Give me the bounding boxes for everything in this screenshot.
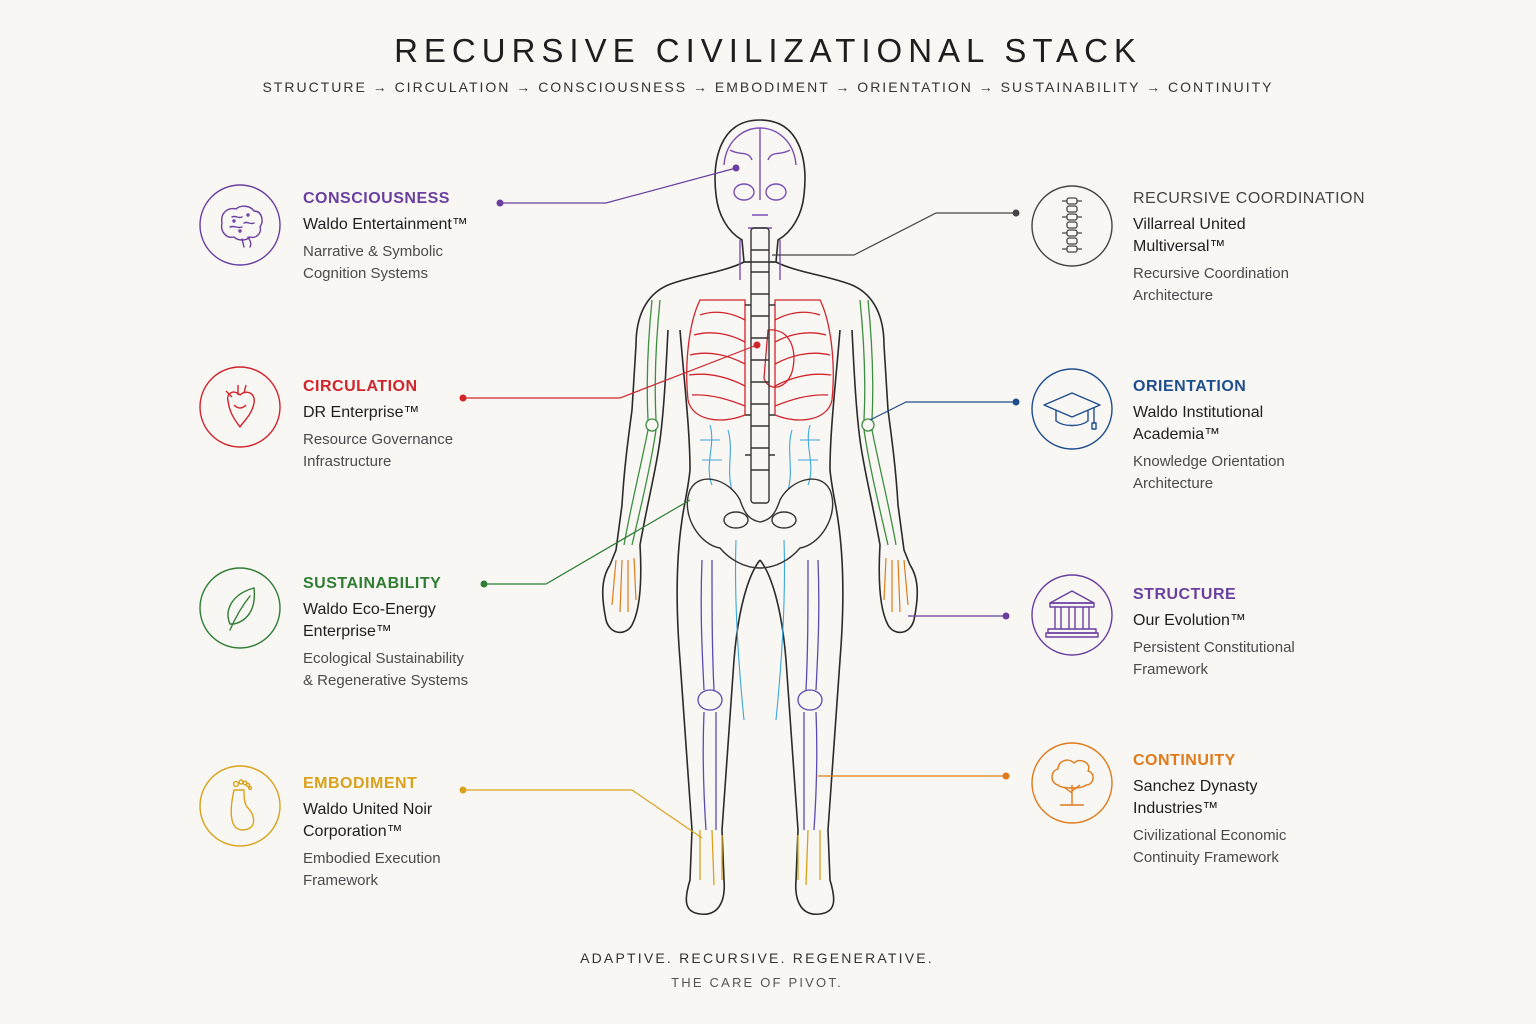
- layer-structure: STRUCTURE Our Evolution™ Persistent Cons…: [1133, 586, 1433, 680]
- page-title: RECURSIVE CIVILIZATIONAL STACK: [394, 32, 1142, 69]
- leg-bones: [697, 559, 823, 831]
- foot-icon: [199, 765, 281, 847]
- org-name: Enterprise™: [303, 623, 392, 640]
- org-name: Corporation™: [303, 823, 403, 840]
- category-label: RECURSIVE COORDINATION: [1133, 190, 1366, 207]
- ribcage-lungs: [686, 299, 834, 421]
- layer-continuity: CONTINUITY Sanchez Dynasty Industries™ C…: [1133, 752, 1433, 868]
- layer-circulation: CIRCULATION DR Enterprise™ Resource Gove…: [303, 378, 603, 472]
- description-line: Narrative & Symbolic: [303, 243, 444, 260]
- category-label: STRUCTURE: [1133, 586, 1237, 603]
- layer-consciousness: CONSCIOUSNESS Waldo Entertainment™ Narra…: [303, 190, 603, 284]
- tagline-secondary: THE CARE OF PIVOT.: [671, 975, 843, 990]
- description-line: Infrastructure: [303, 452, 392, 470]
- brain-region: [723, 127, 797, 280]
- spine: [745, 227, 775, 504]
- foot-bones: [699, 829, 821, 886]
- description-line: Continuity Framework: [1133, 848, 1279, 866]
- description-line: & Regenerative Systems: [303, 671, 469, 689]
- description-line: Architecture: [1133, 474, 1214, 492]
- description-line: Cognition Systems: [303, 264, 429, 282]
- description-line: Framework: [1133, 660, 1209, 678]
- category-label: CONTINUITY: [1133, 752, 1236, 769]
- pillars-icon: [1031, 574, 1113, 656]
- description-line: Knowledge Orientation: [1133, 453, 1285, 470]
- org-name: Waldo Entertainment™: [303, 216, 468, 233]
- brain-icon: [199, 184, 281, 266]
- abdomen-vessels: [700, 424, 820, 721]
- category-label: SUSTAINABILITY: [303, 575, 442, 592]
- stack-sequence: STRUCTURE → CIRCULATION → CONSCIOUSNESS …: [262, 79, 1274, 95]
- category-label: CONSCIOUSNESS: [303, 190, 450, 207]
- tagline: ADAPTIVE. RECURSIVE. REGENERATIVE.: [580, 950, 934, 966]
- org-name: DR Enterprise™: [303, 404, 420, 421]
- description-line: Ecological Sustainability: [303, 650, 464, 667]
- org-name: Waldo Institutional: [1133, 404, 1264, 421]
- description-line: Resource Governance: [303, 431, 454, 448]
- graduation-cap-icon: [1031, 368, 1113, 450]
- org-name: Multiversal™: [1133, 238, 1226, 255]
- heart-icon: [199, 366, 281, 448]
- layer-embodiment: EMBODIMENT Waldo United Noir Corporation…: [303, 775, 603, 891]
- category-label: EMBODIMENT: [303, 775, 418, 792]
- hand-bones: [611, 557, 909, 613]
- layer-recursive-coordination: RECURSIVE COORDINATION Villarreal United…: [1133, 190, 1393, 306]
- arm-bones: [623, 299, 897, 546]
- org-name: Our Evolution™: [1133, 612, 1246, 629]
- org-name: Villarreal United: [1133, 216, 1246, 233]
- layer-sustainability: SUSTAINABILITY Waldo Eco-Energy Enterpri…: [303, 575, 603, 691]
- org-name: Waldo United Noir: [303, 801, 433, 818]
- org-name: Sanchez Dynasty: [1133, 778, 1258, 795]
- description-line: Persistent Constitutional: [1133, 639, 1295, 656]
- org-name: Waldo Eco-Energy: [303, 601, 436, 618]
- body-outline: [601, 119, 919, 915]
- leader-lines: [459, 164, 1020, 839]
- org-name: Industries™: [1133, 800, 1219, 817]
- leaf-icon: [199, 567, 281, 649]
- tree-icon: [1031, 742, 1113, 824]
- description-line: Architecture: [1133, 286, 1214, 304]
- pelvis: [686, 478, 834, 569]
- description-line: Civilizational Economic: [1133, 827, 1287, 844]
- layer-orientation: ORIENTATION Waldo Institutional Academia…: [1133, 378, 1433, 494]
- spine-icon: [1031, 185, 1113, 267]
- org-name: Academia™: [1133, 426, 1221, 443]
- category-label: CIRCULATION: [303, 378, 418, 395]
- description-line: Embodied Execution: [303, 850, 441, 867]
- category-label: ORIENTATION: [1133, 378, 1247, 395]
- description-line: Recursive Coordination: [1133, 265, 1289, 282]
- description-line: Framework: [303, 871, 379, 889]
